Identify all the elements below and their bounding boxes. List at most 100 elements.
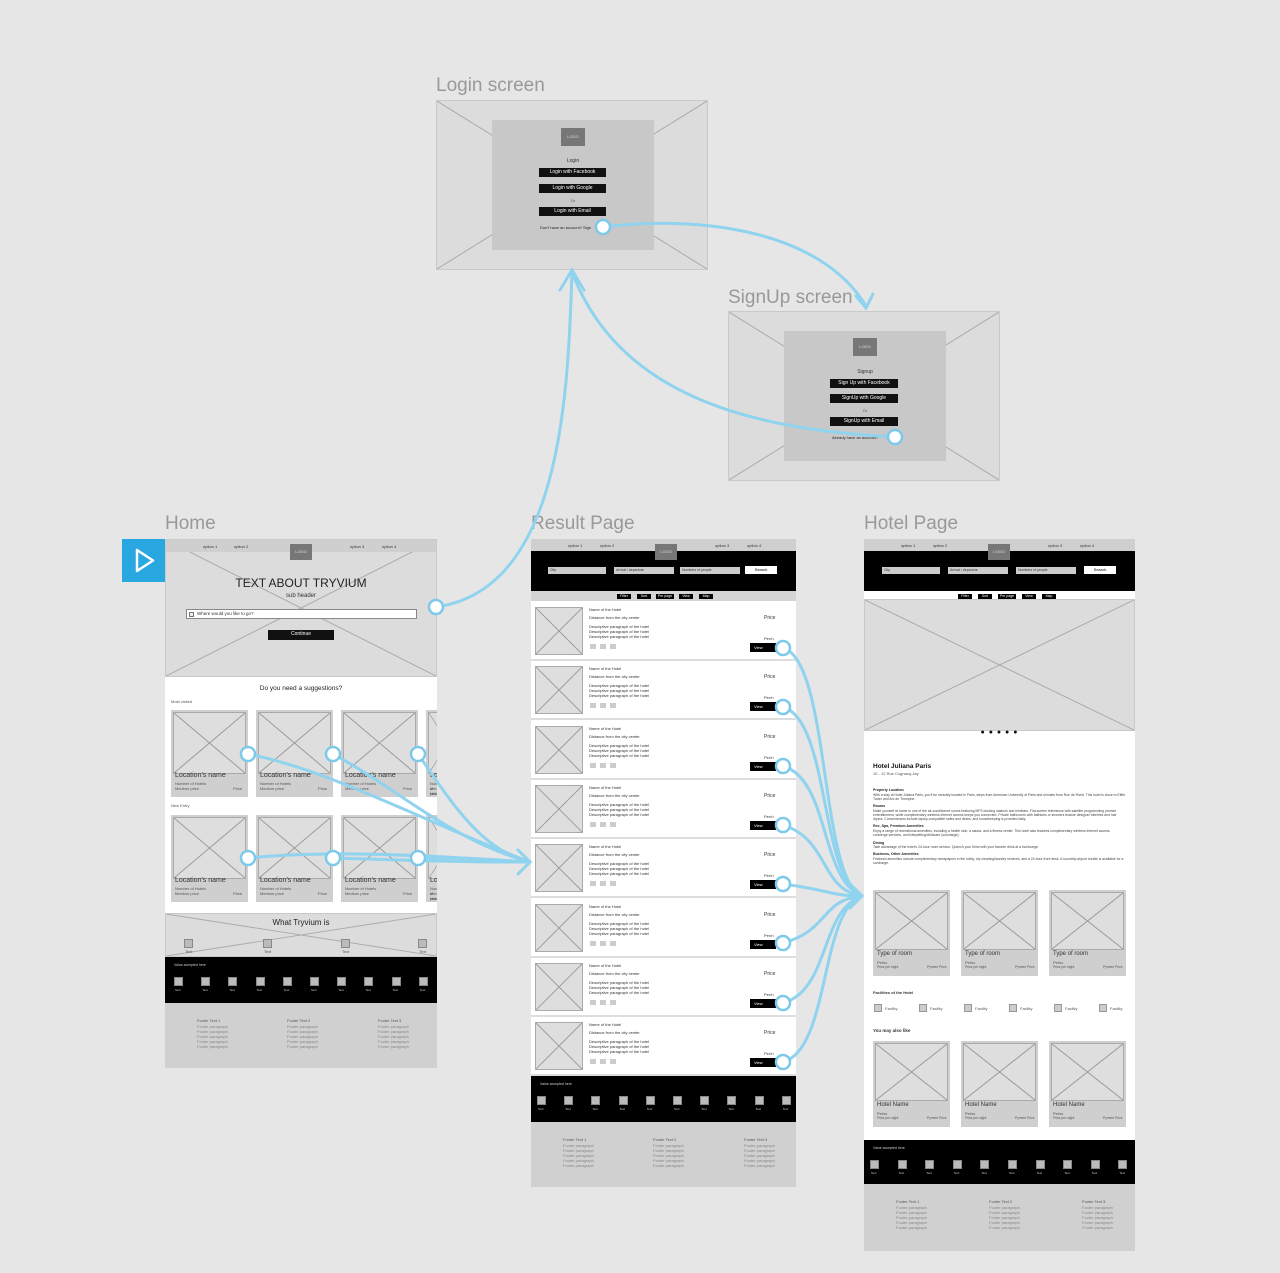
footer-link[interactable]: Footer paragraph <box>989 1205 1020 1210</box>
footer-link[interactable]: Footer paragraph <box>378 1039 409 1044</box>
login-facebook-button[interactable]: Login with Facebook <box>539 168 606 177</box>
footer-link[interactable]: Footer paragraph <box>197 1039 228 1044</box>
hotel-nav-option-1[interactable]: option 1 <box>901 543 916 548</box>
footer-link[interactable]: Footer paragraph <box>896 1210 927 1215</box>
footer-link[interactable]: Footer paragraph <box>653 1163 684 1168</box>
home-nav-option-3[interactable]: option 3 <box>350 544 365 549</box>
signup-facebook-button[interactable]: Sign Up with Facebook <box>830 379 898 388</box>
footer-link[interactable]: Footer paragraph <box>989 1225 1020 1230</box>
hotel-search-button[interactable]: Search <box>1084 566 1116 574</box>
footer-link[interactable]: Footer paragraph <box>197 1034 228 1039</box>
login-frame[interactable]: LOGO Login Login with Facebook Login wit… <box>436 100 708 270</box>
footer-link[interactable]: Footer paragraph <box>744 1158 775 1163</box>
hotel-view-button[interactable]: View <box>1022 594 1036 599</box>
footer-link[interactable]: Footer paragraph <box>896 1215 927 1220</box>
footer-link[interactable]: Footer paragraph <box>744 1148 775 1153</box>
login-google-button[interactable]: Login with Google <box>539 184 606 193</box>
result-view-button[interactable]: View <box>750 761 776 771</box>
result-nav-option-4[interactable]: option 4 <box>747 543 762 548</box>
result-view-button[interactable]: View <box>750 820 776 830</box>
hotel-people-input[interactable]: Numbers of people <box>1016 567 1076 574</box>
footer-link[interactable]: Footer paragraph <box>1082 1215 1113 1220</box>
hotel-nav-option-4[interactable]: option 4 <box>1080 543 1095 548</box>
footer-link[interactable]: Footer paragraph <box>563 1153 594 1158</box>
hotel-sort-button[interactable]: Sort <box>978 594 992 599</box>
hotel-city-input[interactable]: City <box>882 567 940 574</box>
footer-link[interactable]: Footer paragraph <box>1082 1205 1113 1210</box>
footer-link[interactable]: Footer paragraph <box>287 1039 318 1044</box>
footer-link[interactable]: Footer paragraph <box>1082 1210 1113 1215</box>
result-view-button[interactable]: View <box>750 643 776 652</box>
result-view-button[interactable]: View <box>750 1058 776 1068</box>
home-frame[interactable]: option 1 option 2 option 3 option 4 LOGO… <box>165 539 437 1068</box>
hotel-nav-option-3[interactable]: option 3 <box>1048 543 1063 548</box>
result-search-button[interactable]: Search <box>745 566 777 574</box>
footer-link[interactable]: Footer paragraph <box>378 1024 409 1029</box>
result-sort-button[interactable]: Sort <box>637 594 651 599</box>
footer-link[interactable]: Footer paragraph <box>287 1044 318 1049</box>
result-nav-option-3[interactable]: option 3 <box>715 543 730 548</box>
signup-frame[interactable]: LOGO Signup Sign Up with Facebook SignUp… <box>728 311 1000 481</box>
footer-link[interactable]: Footer paragraph <box>563 1158 594 1163</box>
result-view-button[interactable]: View <box>750 998 776 1008</box>
result-city-input[interactable]: City <box>548 567 606 574</box>
result-view-button[interactable]: View <box>750 939 776 949</box>
signup-google-button[interactable]: SignUp with Google <box>830 394 898 403</box>
result-dates-input[interactable]: Arrival / departure <box>614 567 674 574</box>
result-view-button[interactable]: View <box>750 880 776 890</box>
result-people-input[interactable]: Numbers of people <box>680 567 740 574</box>
footer-link[interactable]: Footer paragraph <box>563 1148 594 1153</box>
login-signup-link[interactable]: Don't have an account? Sign <box>540 225 592 230</box>
footer-link[interactable]: Footer paragraph <box>896 1205 927 1210</box>
hotel-gallery[interactable] <box>864 599 1135 731</box>
result-view-button[interactable]: View <box>679 594 693 599</box>
signup-email-button[interactable]: SignUp with Email <box>830 417 898 426</box>
signup-login-link[interactable]: Already have an account? <box>832 435 879 440</box>
footer-link[interactable]: Footer paragraph <box>287 1029 318 1034</box>
hotel-nav-option-2[interactable]: option 2 <box>933 543 948 548</box>
result-perpage-button[interactable]: Per page <box>656 594 674 599</box>
footer-link[interactable]: Footer paragraph <box>653 1158 684 1163</box>
footer-link[interactable]: Footer paragraph <box>287 1034 318 1039</box>
footer-link[interactable]: Footer paragraph <box>197 1029 228 1034</box>
hotel-filter-button[interactable]: Filter <box>958 594 972 599</box>
footer-link[interactable]: Footer paragraph <box>1082 1225 1113 1230</box>
footer-link[interactable]: Footer paragraph <box>287 1024 318 1029</box>
hotel-dates-input[interactable]: Arrival / departure <box>948 567 1008 574</box>
footer-link[interactable]: Footer paragraph <box>896 1225 927 1230</box>
hotel-perpage-button[interactable]: Per page <box>998 594 1016 599</box>
home-nav-option-1[interactable]: option 1 <box>203 544 218 549</box>
footer-link[interactable]: Footer paragraph <box>989 1210 1020 1215</box>
hotel-map-button[interactable]: Map <box>1042 594 1056 599</box>
play-prototype-button[interactable] <box>122 539 165 582</box>
footer-link[interactable]: Footer paragraph <box>896 1220 927 1225</box>
footer-link[interactable]: Footer paragraph <box>563 1143 594 1148</box>
home-nav-option-2[interactable]: option 2 <box>234 544 249 549</box>
footer-link[interactable]: Footer paragraph <box>744 1163 775 1168</box>
footer-link[interactable]: Footer paragraph <box>197 1044 228 1049</box>
footer-link[interactable]: Footer paragraph <box>378 1044 409 1049</box>
footer-link[interactable]: Footer paragraph <box>653 1143 684 1148</box>
footer-link[interactable]: Footer paragraph <box>378 1029 409 1034</box>
footer-link[interactable]: Footer paragraph <box>744 1143 775 1148</box>
result-nav-option-1[interactable]: option 1 <box>568 543 583 548</box>
home-search-input[interactable]: Where would you like to go? <box>186 609 417 619</box>
home-nav-option-4[interactable]: option 4 <box>382 544 397 549</box>
result-map-button[interactable]: Map <box>699 594 713 599</box>
